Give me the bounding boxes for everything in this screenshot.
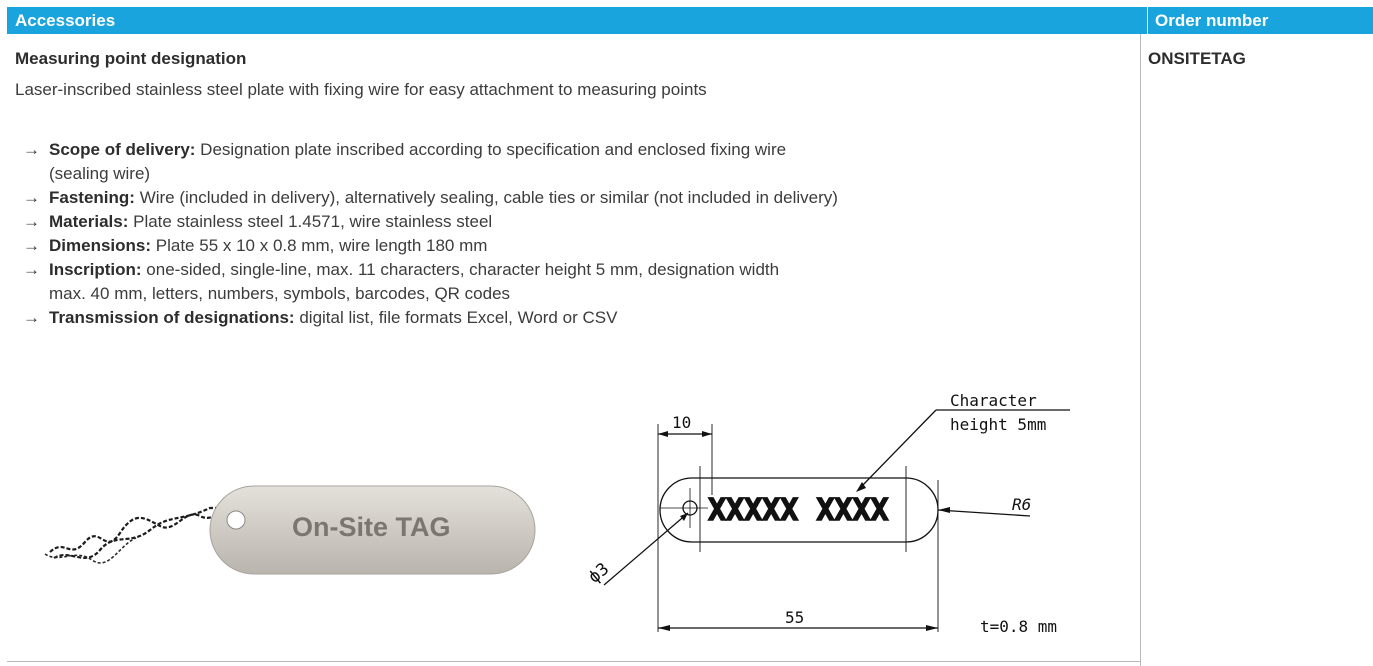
plate-engraving: On-Site TAG (292, 512, 451, 542)
arrow-right-icon: → (23, 260, 40, 279)
feature-item-materials: → Materials: Plate stainless steel 1.457… (15, 210, 1125, 234)
feature-text: digital list, file formats Excel, Word o… (299, 308, 618, 327)
arrow-right-icon: → (23, 140, 40, 159)
feature-item-fastening: → Fastening: Wire (included in delivery)… (15, 186, 1125, 210)
feature-text: one-sided, single-line, max. 11 characte… (146, 260, 780, 279)
feature-label: Dimensions: (49, 236, 152, 255)
feature-label: Scope of delivery: (49, 140, 196, 159)
sample-inscription: XXXXX XXXX (708, 493, 889, 528)
feature-text-continued: max. 40 mm, letters, numbers, symbols, b… (49, 284, 511, 303)
feature-item-scope: → Scope of delivery: Designation plate i… (15, 138, 1125, 186)
feature-text-continued: (sealing wire) (49, 164, 151, 183)
order-number-header: Order number (1155, 11, 1269, 30)
product-description: Laser-inscribed stainless steel plate wi… (15, 80, 707, 99)
arrow-right-icon: → (23, 212, 40, 231)
thickness-label: t=0.8 mm (980, 617, 1057, 636)
feature-text: Wire (included in delivery), alternative… (139, 188, 838, 207)
feature-label: Inscription: (49, 260, 142, 279)
feature-item-inscription: → Inscription: one-sided, single-line, m… (15, 258, 1125, 306)
column-divider (1140, 34, 1141, 666)
feature-label: Materials: (49, 212, 129, 231)
dim-55-label: 55 (785, 608, 804, 627)
plate-image (209, 485, 536, 575)
arrow-right-icon: → (23, 308, 40, 327)
feature-text: Designation plate inscribed according to… (200, 140, 787, 159)
radius-label: R6 (1012, 495, 1031, 514)
table-header: Accessories Order number (7, 7, 1373, 34)
arrow-right-icon: → (23, 188, 40, 207)
feature-item-dimensions: → Dimensions: Plate 55 x 10 x 0.8 mm, wi… (15, 234, 1125, 258)
accessories-header: Accessories (15, 11, 116, 30)
feature-item-transmission: → Transmission of designations: digital … (15, 306, 1125, 330)
feature-label: Transmission of designations: (49, 308, 295, 327)
wire-strand (44, 537, 137, 564)
char-height-label-line2: height 5mm (950, 415, 1046, 434)
feature-text: Plate 55 x 10 x 0.8 mm, wire length 180 … (155, 236, 488, 255)
hole-diameter-label: ϕ3 (585, 559, 614, 587)
plate-hole (226, 510, 246, 530)
order-number: ONSITETAG (1148, 49, 1246, 68)
wire-image (49, 506, 253, 559)
technical-drawing: 10 Character height 5mm XXXXX XXXX R6 ϕ3… (585, 391, 1070, 636)
row-bottom-border (7, 661, 1140, 662)
dim-10-label: 10 (672, 413, 691, 432)
tag-photo: On-Site TAG (44, 485, 536, 575)
feature-label: Fastening: (49, 188, 135, 207)
char-height-label-line1: Character (950, 391, 1037, 410)
header-divider (1147, 7, 1148, 34)
feature-list: → Scope of delivery: Designation plate i… (15, 138, 1125, 330)
feature-text: Plate stainless steel 1.4571, wire stain… (133, 212, 493, 231)
arrow-right-icon: → (23, 236, 40, 255)
product-name: Measuring point designation (15, 49, 247, 68)
